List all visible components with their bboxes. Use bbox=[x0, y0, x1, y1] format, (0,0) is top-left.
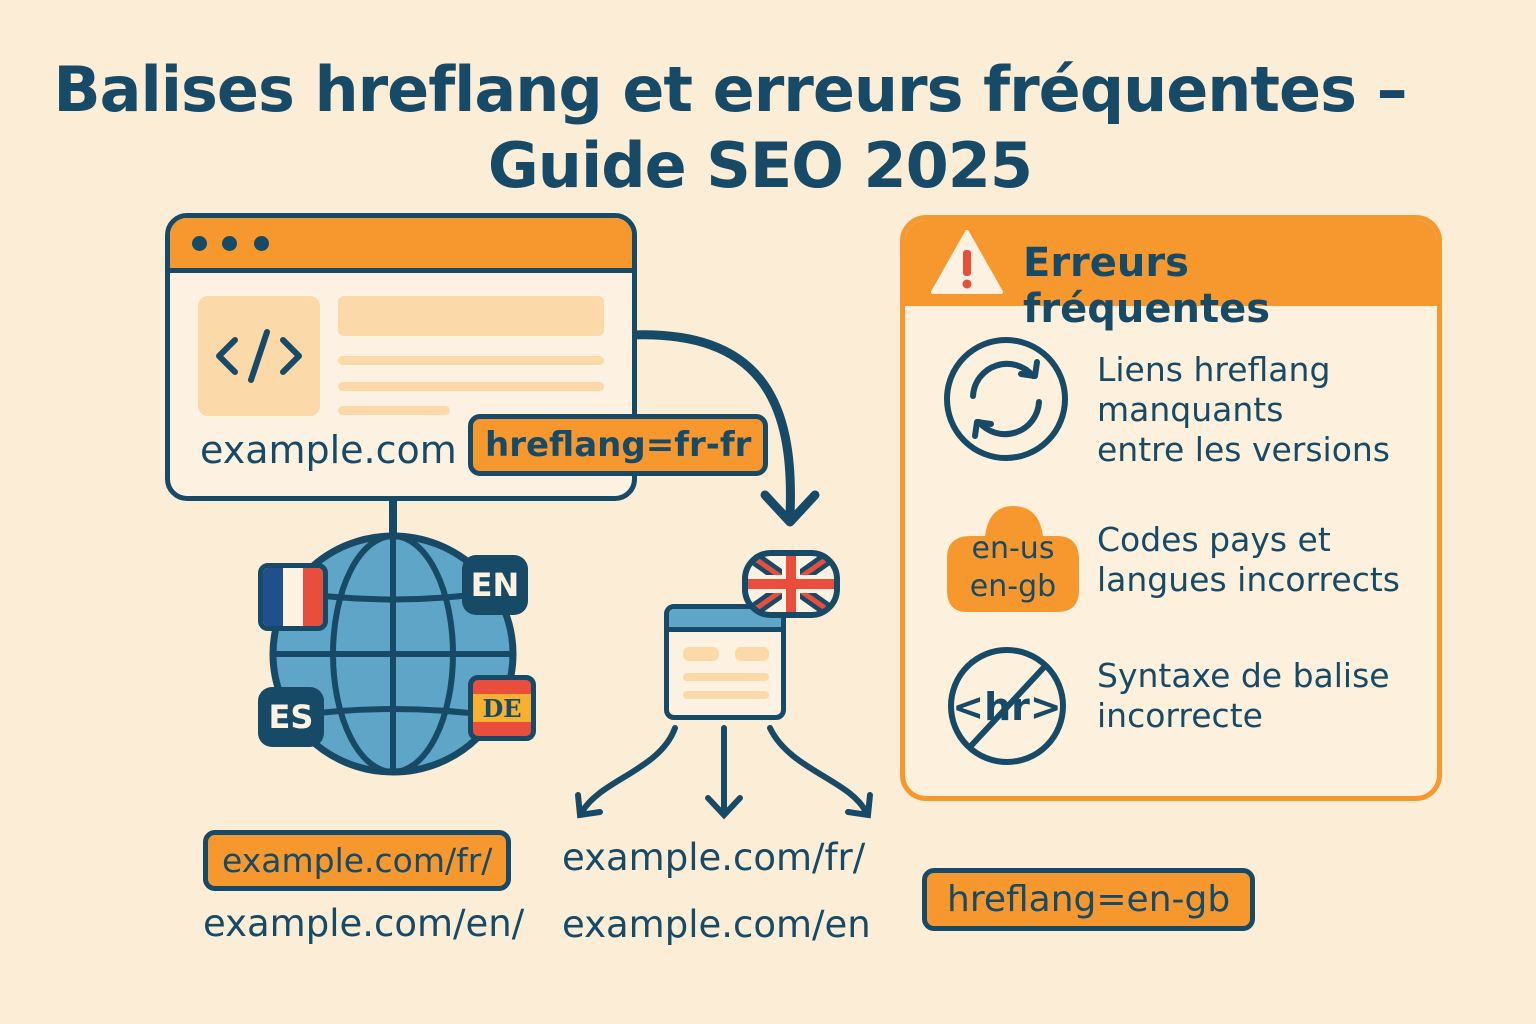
placeholder-line bbox=[338, 356, 604, 365]
flag-badge-de: DE bbox=[468, 675, 536, 741]
domain-label: example.com bbox=[200, 428, 457, 472]
translated-page-icon bbox=[664, 604, 786, 720]
url-fr-highlight: example.com/fr/ bbox=[203, 830, 512, 891]
hreflang-en-gb-tag: hreflang=en-gb bbox=[922, 868, 1256, 931]
hreflang-fr-tag: hreflang=fr-fr bbox=[468, 414, 769, 476]
placeholder-bar bbox=[338, 296, 604, 336]
arrow-head bbox=[760, 490, 820, 527]
window-dot bbox=[254, 236, 269, 251]
window-dot bbox=[192, 236, 207, 251]
title-line-2: Guide SEO 2025 bbox=[487, 129, 1033, 202]
errors-panel-header: Erreurs fréquentes bbox=[905, 220, 1437, 332]
window-dot bbox=[222, 236, 237, 251]
errors-panel-title: Erreurs fréquentes bbox=[1023, 240, 1271, 332]
cloud-icon bbox=[947, 506, 1079, 612]
flag-badge-en: EN bbox=[462, 555, 528, 615]
code-brackets-icon bbox=[198, 296, 320, 416]
branch-arrow-left bbox=[579, 725, 678, 815]
no-hr-tag-icon: <hr> bbox=[948, 647, 1066, 765]
url-en: example.com/en/ bbox=[203, 902, 525, 945]
globe-icon bbox=[269, 532, 517, 776]
url-en-no-slash: example.com/en bbox=[562, 903, 871, 946]
refresh-icon bbox=[944, 337, 1068, 461]
france-flag-icon bbox=[258, 563, 328, 631]
page-title: Balises hreflang et erreurs fréquentes –… bbox=[0, 52, 1460, 204]
browser-window: example.com bbox=[165, 213, 637, 501]
curved-arrow bbox=[625, 330, 795, 520]
placeholder-line bbox=[338, 406, 450, 415]
flag-badge-es: ES bbox=[258, 687, 324, 747]
branch-arrow-right bbox=[767, 725, 869, 815]
title-line-1: Balises hreflang et erreurs fréquentes – bbox=[53, 53, 1407, 126]
placeholder-line bbox=[338, 382, 604, 391]
url-fr: example.com/fr/ bbox=[562, 836, 866, 879]
svg-text:<hr>: <hr> bbox=[952, 685, 1061, 729]
warning-icon bbox=[931, 230, 1003, 294]
uk-flag-icon bbox=[742, 550, 840, 618]
browser-title-bar bbox=[170, 218, 632, 273]
